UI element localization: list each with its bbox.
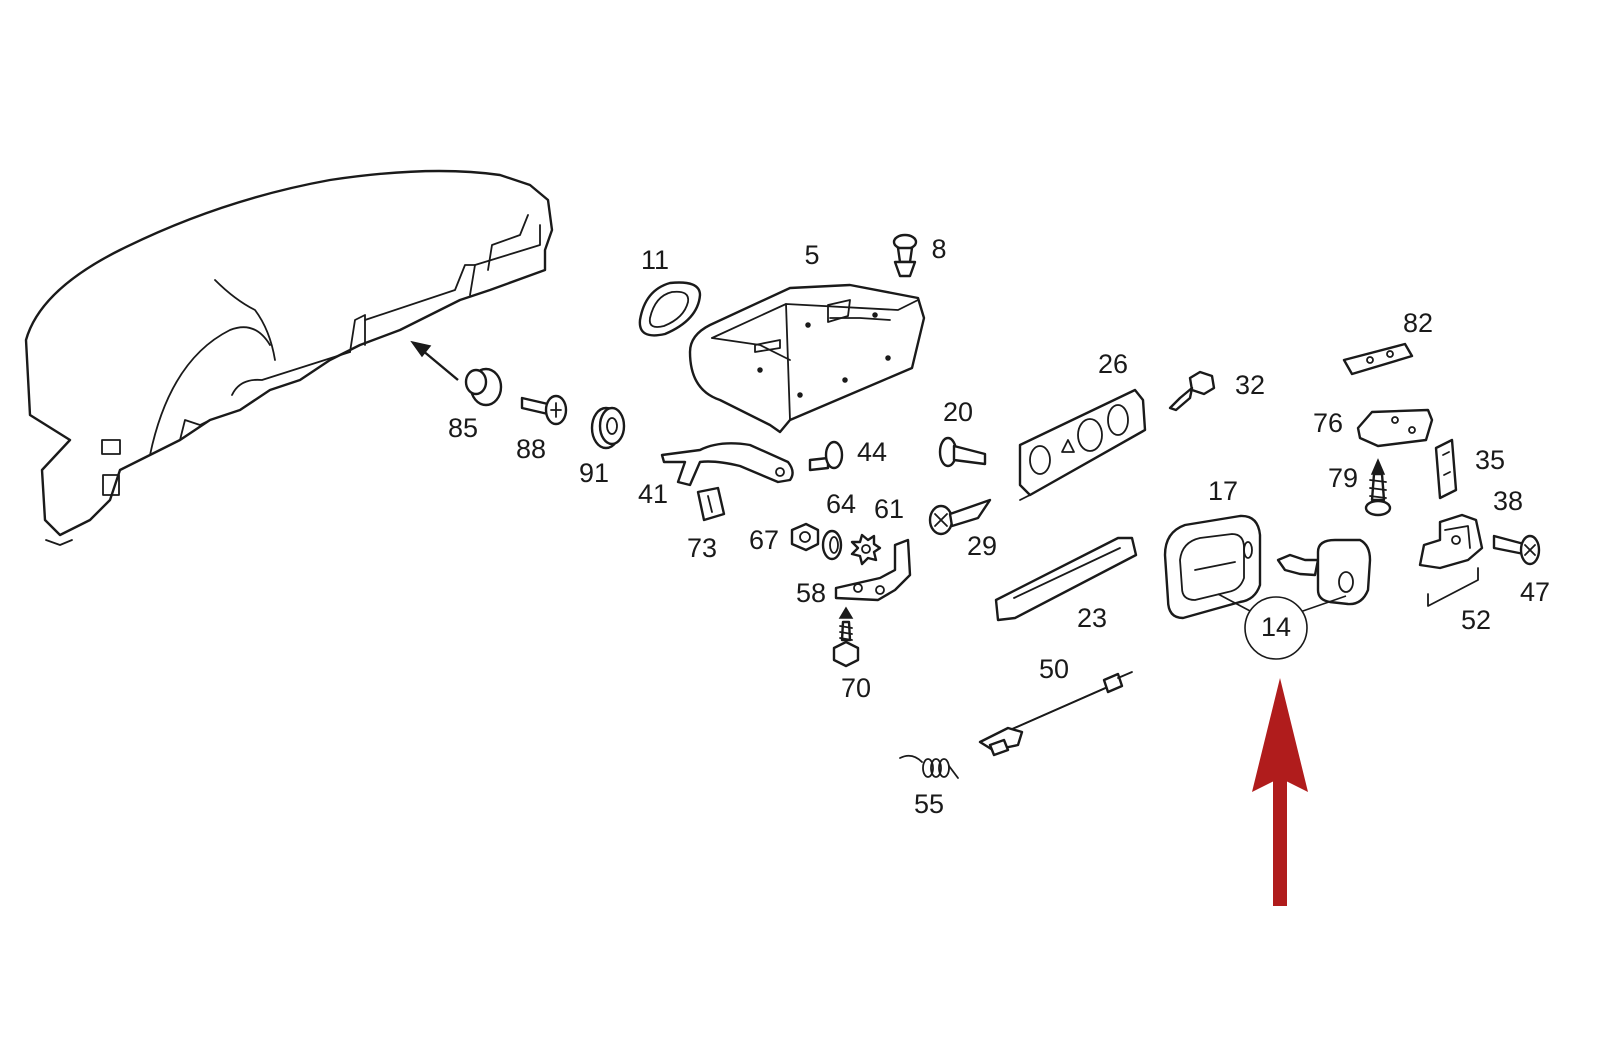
part-50-cable (978, 671, 1133, 757)
label-20: 20 (943, 397, 973, 427)
part-88-screw (520, 394, 568, 426)
part-82-latch-plate (1342, 342, 1414, 376)
part-38-lock-mechanism (1418, 513, 1484, 570)
label-55: 55 (914, 789, 944, 819)
label-11: 11 (641, 245, 669, 275)
part-11-bezel (638, 281, 702, 337)
label-17: 17 (1208, 476, 1238, 506)
label-61: 61 (874, 494, 904, 524)
label-50: 50 (1039, 654, 1069, 684)
part-41-hinge-arm (660, 442, 794, 487)
part-55-spring (899, 754, 959, 779)
part-labels: 11 5 8 85 88 91 41 44 73 67 64 61 58 70 … (448, 234, 1550, 819)
part-64-washer (821, 529, 843, 561)
label-76: 76 (1313, 408, 1343, 438)
part-20-screw (938, 436, 987, 468)
part-44-screw (808, 440, 844, 472)
part-73-pad (696, 486, 726, 522)
part-79-screw (1364, 458, 1392, 517)
label-32: 32 (1235, 370, 1265, 400)
part-17-handle (1163, 514, 1262, 620)
label-82: 82 (1403, 308, 1433, 338)
part-91-bushing (590, 406, 626, 450)
dashboard-panel (24, 169, 554, 546)
part-26-vent-panel (1018, 388, 1147, 501)
label-67: 67 (749, 525, 779, 555)
part-5-glove-box (688, 283, 926, 434)
label-85: 85 (448, 413, 478, 443)
label-5: 5 (804, 240, 819, 270)
label-29: 29 (967, 531, 997, 561)
label-26: 26 (1098, 349, 1128, 379)
label-79: 79 (1328, 463, 1358, 493)
callout-14-circle (1244, 596, 1308, 660)
label-14: 14 (1261, 612, 1291, 642)
key-icon (1276, 538, 1372, 606)
part-8-clip (892, 233, 918, 278)
label-44: 44 (857, 437, 887, 467)
label-8: 8 (931, 234, 946, 264)
label-73: 73 (687, 533, 717, 563)
label-41: 41 (638, 479, 668, 509)
label-70: 70 (841, 673, 871, 703)
label-23: 23 (1077, 603, 1107, 633)
part-23-trim-strip (994, 536, 1138, 622)
part-61-star-washer (850, 533, 882, 566)
label-38: 38 (1493, 486, 1523, 516)
label-52: 52 (1461, 605, 1491, 635)
label-64: 64 (826, 489, 856, 519)
red-arrow-up-icon (1252, 678, 1308, 906)
part-58-bracket (834, 538, 912, 602)
arrow-icon (410, 340, 459, 381)
part-35-strike (1434, 438, 1458, 500)
part-85-grommet (464, 367, 503, 407)
part-47-screw (1492, 534, 1541, 566)
part-29-screw (928, 498, 992, 536)
part-67-nut (790, 522, 820, 552)
part-52-wire-clip (1427, 567, 1479, 607)
part-70-bolt (832, 606, 860, 668)
part-32-screw (1168, 370, 1216, 412)
part-76-latch (1356, 408, 1434, 448)
label-58: 58 (796, 578, 826, 608)
label-47: 47 (1520, 577, 1550, 607)
label-91: 91 (579, 458, 609, 488)
label-35: 35 (1475, 445, 1505, 475)
callout-14-leaders (1217, 593, 1347, 613)
label-88: 88 (516, 434, 546, 464)
